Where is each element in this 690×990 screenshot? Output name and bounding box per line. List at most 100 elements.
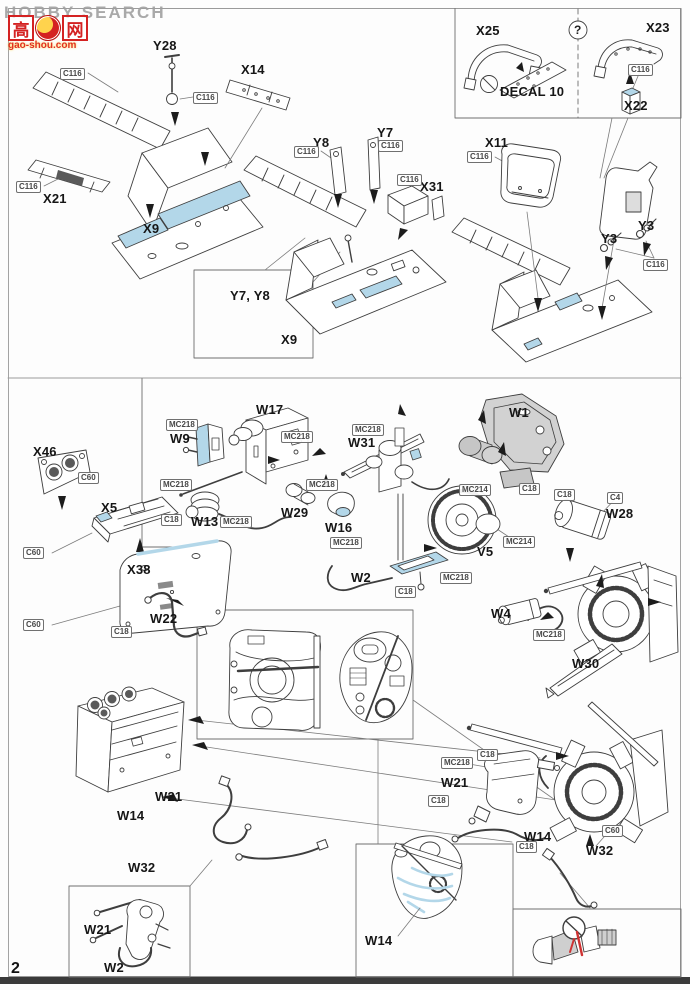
inset-boxes [69,9,681,978]
part-callout: W13 [191,514,219,529]
part-ref-label: C18 [516,841,537,853]
part-callout: V5 [477,544,494,559]
part-callout: Y3 [601,231,618,246]
box-a-parts [464,21,662,114]
part-ref-label: C116 [643,259,668,271]
page-bottom-band [0,977,690,984]
step-x46 [38,450,231,637]
question-mark-label: ? [574,23,582,37]
detail-w21-w2 [90,900,170,967]
thumbs-up-logo-icon [35,15,61,41]
part-ref-label: MC218 [306,479,338,491]
part-callout: W29 [281,505,309,520]
part-ref-label: C116 [628,64,653,76]
part-ref-label: C18 [428,795,449,807]
part-callout: W32 [586,843,614,858]
part-callout: W31 [348,435,376,450]
part-callout: X21 [43,191,67,206]
part-ref-label: C116 [16,181,41,193]
part-ref-label: C18 [395,586,416,598]
part-callout: W21 [84,922,112,937]
engine-top-right [495,562,678,698]
part-ref-label: C116 [193,92,218,104]
no-glue-icon [563,917,585,939]
part-callout: W2 [351,570,371,585]
part-callout: W32 [128,860,156,875]
engine-bottom-right [452,702,668,908]
part-ref-label: C18 [161,514,182,526]
part-callout: X31 [420,179,444,194]
part-callout: W21 [155,789,183,804]
part-ref-label: MC218 [330,537,362,549]
part-ref-label: C116 [397,174,422,186]
part-ref-label: MC214 [503,536,535,548]
part-ref-label: MC218 [352,424,384,436]
part-callout: W17 [256,402,284,417]
question-circle-icon [569,21,587,39]
part-callout: Y28 [153,38,177,53]
part-callout: W4 [491,606,511,621]
part-ref-label: C18 [519,483,540,495]
part-callout: X25 [476,23,500,38]
part-callout: W30 [572,656,600,671]
part-ref-label: C116 [467,151,492,163]
part-callout: X22 [624,98,648,113]
part-callout: W28 [606,506,634,521]
part-callout: X5 [101,500,118,515]
assembly-middle [244,137,446,334]
part-ref-label: C18 [111,626,132,638]
part-callout: Y3 [638,218,655,233]
assembly-x9 [28,55,290,279]
part-callout: Y7 [377,125,394,140]
watermark-cn-left: 高 [8,15,34,41]
part-callout: W14 [524,829,552,844]
step-firewall [76,687,556,860]
detail-views [229,630,412,731]
watermark-domain: gao-shou.com [8,40,77,51]
part-ref-label: MC214 [459,484,491,496]
part-callout: X11 [485,135,509,150]
part-callout: W2 [104,960,124,975]
part-callout: X14 [241,62,265,77]
no-glue-icon [481,76,498,93]
part-callout: X9 [281,332,298,347]
part-callout: W1 [509,405,529,420]
part-callout: X46 [33,444,57,459]
part-ref-label: C60 [78,472,99,484]
part-callout: Y7, Y8 [230,288,270,303]
part-callout: X23 [646,20,670,35]
part-ref-label: C4 [607,492,624,504]
part-callout: X38 [127,562,151,577]
part-ref-label: MC218 [533,629,565,641]
part-callout: W16 [325,520,353,535]
part-callout: W9 [170,431,190,446]
step-w17-v5 [179,394,612,590]
part-callout: DECAL 10 [500,84,565,99]
part-ref-label: C116 [60,68,85,80]
assembly-right [452,144,657,362]
page-number: 2 [11,960,20,977]
page-border [8,9,681,977]
part-ref-label: C18 [477,749,498,761]
part-ref-label: MC218 [281,431,313,443]
part-ref-label: C18 [554,489,575,501]
part-ref-label: MC218 [160,479,192,491]
part-ref-label: C116 [378,140,403,152]
part-ref-label: MC218 [440,572,472,584]
part-ref-label: C116 [294,146,319,158]
part-ref-label: MC218 [166,419,198,431]
part-callout: X9 [143,221,160,236]
part-callout: W14 [117,808,145,823]
watermark-cn-right: 网 [62,15,88,41]
detail-no-glue [533,917,616,964]
part-ref-label: MC218 [441,757,473,769]
detail-w14 [392,836,462,936]
part-ref-label: C60 [23,619,44,631]
part-ref-label: MC218 [220,516,252,528]
part-callout: W21 [441,775,469,790]
part-callout: W22 [150,611,178,626]
part-ref-label: C60 [602,825,623,837]
part-callout: W14 [365,933,393,948]
